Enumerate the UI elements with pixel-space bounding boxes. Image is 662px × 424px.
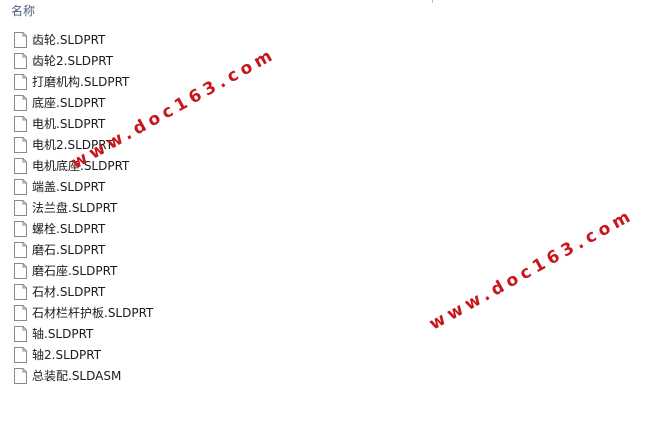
file-name: 石材.SLDPRT (32, 285, 106, 299)
file-item[interactable]: 底座.SLDPRT (0, 93, 330, 114)
file-icon (14, 200, 27, 216)
file-icon (14, 158, 27, 174)
file-name: 螺栓.SLDPRT (32, 222, 106, 236)
file-name: 轴2.SLDPRT (32, 348, 102, 362)
file-name: 石材栏杆护板.SLDPRT (32, 306, 154, 320)
file-icon (14, 284, 27, 300)
file-name: 齿轮.SLDPRT (32, 33, 106, 47)
file-icon (14, 74, 27, 90)
file-icon (14, 242, 27, 258)
file-name: 总装配.SLDASM (32, 369, 122, 383)
file-name: 电机底座.SLDPRT (32, 159, 130, 173)
file-name: 电机.SLDPRT (32, 117, 106, 131)
file-list: 齿轮.SLDPRT 齿轮2.SLDPRT 打磨机构.SLDPRT 底座.SLDP… (0, 30, 330, 387)
file-icon (14, 53, 27, 69)
file-name: 底座.SLDPRT (32, 96, 106, 110)
file-item[interactable]: 石材栏杆护板.SLDPRT (0, 303, 330, 324)
file-icon (14, 305, 27, 321)
file-name: 打磨机构.SLDPRT (32, 75, 130, 89)
column-divider (432, 0, 433, 3)
file-item[interactable]: 法兰盘.SLDPRT (0, 198, 330, 219)
file-item[interactable]: 齿轮.SLDPRT (0, 30, 330, 51)
file-item[interactable]: 石材.SLDPRT (0, 282, 330, 303)
file-item[interactable]: 磨石座.SLDPRT (0, 261, 330, 282)
file-icon (14, 116, 27, 132)
file-item[interactable]: 磨石.SLDPRT (0, 240, 330, 261)
file-item[interactable]: 总装配.SLDASM (0, 366, 330, 387)
file-item[interactable]: 端盖.SLDPRT (0, 177, 330, 198)
file-icon (14, 263, 27, 279)
file-icon (14, 368, 27, 384)
file-item[interactable]: 齿轮2.SLDPRT (0, 51, 330, 72)
name-column-header[interactable]: 名称 (11, 4, 36, 18)
file-item[interactable]: 轴.SLDPRT (0, 324, 330, 345)
file-item[interactable]: 打磨机构.SLDPRT (0, 72, 330, 93)
file-name: 齿轮2.SLDPRT (32, 54, 114, 68)
file-icon (14, 32, 27, 48)
file-name: 法兰盘.SLDPRT (32, 201, 118, 215)
file-item[interactable]: 螺栓.SLDPRT (0, 219, 330, 240)
watermark-text: www.doc163.com (426, 205, 638, 335)
file-icon (14, 137, 27, 153)
file-name: 端盖.SLDPRT (32, 180, 106, 194)
file-name: 磨石座.SLDPRT (32, 264, 118, 278)
file-icon (14, 179, 27, 195)
file-name: 电机2.SLDPRT (32, 138, 114, 152)
file-name: 轴.SLDPRT (32, 327, 94, 341)
file-item[interactable]: 电机2.SLDPRT (0, 135, 330, 156)
file-icon (14, 347, 27, 363)
file-icon (14, 326, 27, 342)
file-icon (14, 221, 27, 237)
file-item[interactable]: 电机.SLDPRT (0, 114, 330, 135)
file-item[interactable]: 轴2.SLDPRT (0, 345, 330, 366)
file-item[interactable]: 电机底座.SLDPRT (0, 156, 330, 177)
file-name: 磨石.SLDPRT (32, 243, 106, 257)
file-icon (14, 95, 27, 111)
